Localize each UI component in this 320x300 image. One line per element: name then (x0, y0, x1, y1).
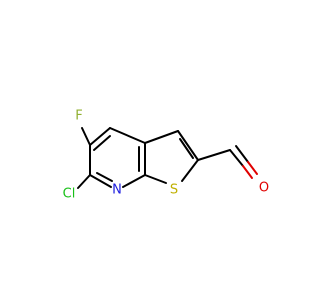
carbonyl-bond (229, 145, 258, 179)
molecule-structure: F Cl N S O (63, 109, 269, 202)
bond-n7-c7a (122, 174, 146, 188)
chlorine-label: Cl (63, 187, 76, 202)
bond-s-c7a (144, 174, 167, 184)
bond-layer (77, 127, 231, 189)
bond-c-o-double2 (247, 161, 258, 175)
bond-c3-c2-double (179, 138, 194, 159)
molecule-canvas: F Cl N S O (62, 108, 270, 202)
sulfur-label: S (170, 183, 178, 198)
bond-c2-cho (197, 149, 231, 161)
bond-c6-n7 (89, 174, 112, 188)
nitrogen-label: N (112, 183, 122, 198)
bond-c-o-part1 (229, 149, 244, 167)
bond-c2-s (181, 159, 199, 182)
bond-c3a-c3 (144, 130, 179, 144)
bond-c5-f (81, 127, 91, 146)
bond-c-o-part2 (242, 165, 253, 179)
bond-c6-n7-double (96, 172, 113, 182)
bond-c4-c3a (109, 127, 146, 144)
bond-c4-c5-double (93, 135, 111, 151)
oxygen-label: O (259, 181, 269, 196)
fluorine-label: F (75, 109, 82, 124)
bond-c3-c2 (177, 130, 199, 161)
bond-c-o-double1 (235, 145, 249, 163)
bond-c4-c5 (89, 127, 111, 146)
bond-c6-cl (77, 174, 91, 189)
